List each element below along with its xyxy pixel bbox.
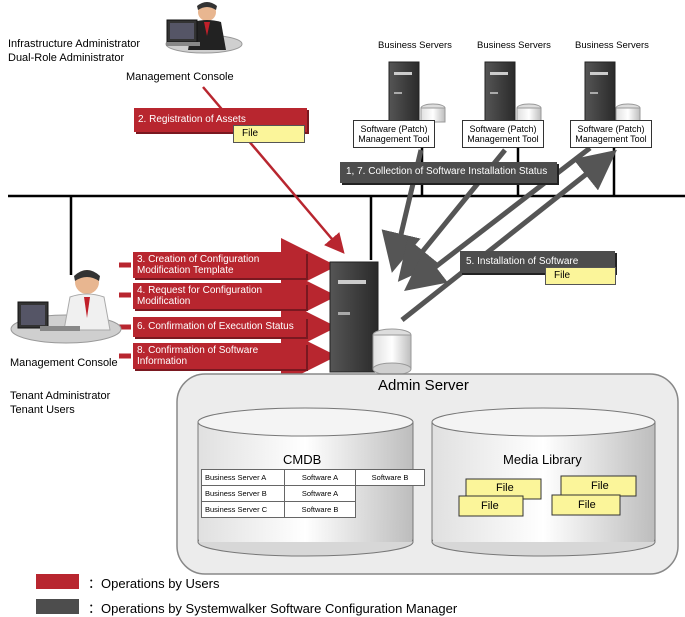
table-cell <box>356 502 425 518</box>
patch-tool-1: Software (Patch) Management Tool <box>353 120 435 148</box>
table-row: Business Server A Software A Software B <box>201 469 425 486</box>
creation-template-line1: 3. Creation of Configuration <box>137 254 260 265</box>
tenant-console-label: Management Console <box>10 357 118 369</box>
confirm-software-box: 8. Confirmation of Software Information <box>133 343 306 369</box>
table-row: Business Server B Software A <box>201 485 425 502</box>
creation-template-box: 3. Creation of Configuration Modificatio… <box>133 252 306 278</box>
infra-admin-label: Infrastructure Administrator <box>8 38 141 50</box>
table-cell: Business Server B <box>201 485 285 502</box>
media-file-stack-2 <box>551 475 637 516</box>
admin-server-icon <box>329 261 412 376</box>
patch-tool-2: Software (Patch) Management Tool <box>462 120 544 148</box>
business-server-1-icon <box>388 61 446 123</box>
media-library-title: Media Library <box>503 452 582 467</box>
table-cell: Software A <box>284 469 356 486</box>
request-modification-line2: Modification <box>137 296 191 307</box>
table-cell <box>356 486 425 502</box>
tenant-admin-label: Tenant Administrator <box>10 390 111 402</box>
patch-tool-3-line1: Software (Patch) <box>577 124 645 134</box>
media-file-label-1: File <box>496 482 514 494</box>
patch-tool-3: Software (Patch) Management Tool <box>570 120 652 148</box>
media-file-stack-1 <box>458 478 542 517</box>
request-modification-line1: 4. Request for Configuration <box>137 285 263 296</box>
business-server-2-icon <box>484 61 542 123</box>
legend-system-swatch <box>36 599 79 614</box>
table-cell: Software B <box>355 469 425 486</box>
table-cell: Business Server C <box>201 501 285 518</box>
confirm-execution-box: 6. Confirmation of Execution Status <box>133 317 306 337</box>
media-file-label-3: File <box>591 480 609 492</box>
tenant-person-icon <box>10 270 122 344</box>
cmdb-title: CMDB <box>283 452 322 467</box>
business-servers-label-1: Business Servers <box>378 40 452 51</box>
legend-users-label: ：Operations by Users <box>88 576 220 591</box>
collection-arrow-3 <box>404 146 592 292</box>
admin-person-icon <box>165 2 243 54</box>
business-server-3-icon <box>584 61 641 123</box>
media-file-label-4: File <box>578 499 596 511</box>
patch-tool-3-line2: Management Tool <box>575 134 647 144</box>
patch-tool-1-line2: Management Tool <box>358 134 430 144</box>
patch-tool-2-line1: Software (Patch) <box>469 124 537 134</box>
admin-server-title: Admin Server <box>378 377 469 394</box>
table-cell: Business Server A <box>201 469 285 486</box>
tenant-users-label: Tenant Users <box>10 404 75 416</box>
admin-console-label: Management Console <box>126 71 234 83</box>
table-cell: Software A <box>284 485 356 502</box>
legend-users-swatch <box>36 574 79 589</box>
cmdb-table: Business Server A Software A Software B … <box>201 469 425 518</box>
registration-file-tag: File <box>233 125 305 143</box>
collection-status-box: 1, 7. Collection of Software Installatio… <box>340 162 557 183</box>
business-servers-label-2: Business Servers <box>477 40 551 51</box>
confirm-software-line1: 8. Confirmation of Software <box>137 345 259 356</box>
legend-system-label: ：Operations by Systemwalker Software Con… <box>88 601 458 616</box>
patch-tool-1-line1: Software (Patch) <box>360 124 428 134</box>
creation-template-line2: Modification Template <box>137 265 234 276</box>
installation-arrow <box>400 149 617 322</box>
business-servers-label-3: Business Servers <box>575 40 649 51</box>
table-row: Business Server C Software B <box>201 501 425 518</box>
request-modification-box: 4. Request for Configuration Modificatio… <box>133 283 306 309</box>
dual-role-admin-label: Dual-Role Administrator <box>8 52 125 64</box>
confirm-software-line2: Information <box>137 356 188 367</box>
installation-file-tag: File <box>545 267 616 285</box>
media-file-label-2: File <box>481 500 499 512</box>
patch-tool-2-line2: Management Tool <box>467 134 539 144</box>
table-cell: Software B <box>284 501 356 518</box>
